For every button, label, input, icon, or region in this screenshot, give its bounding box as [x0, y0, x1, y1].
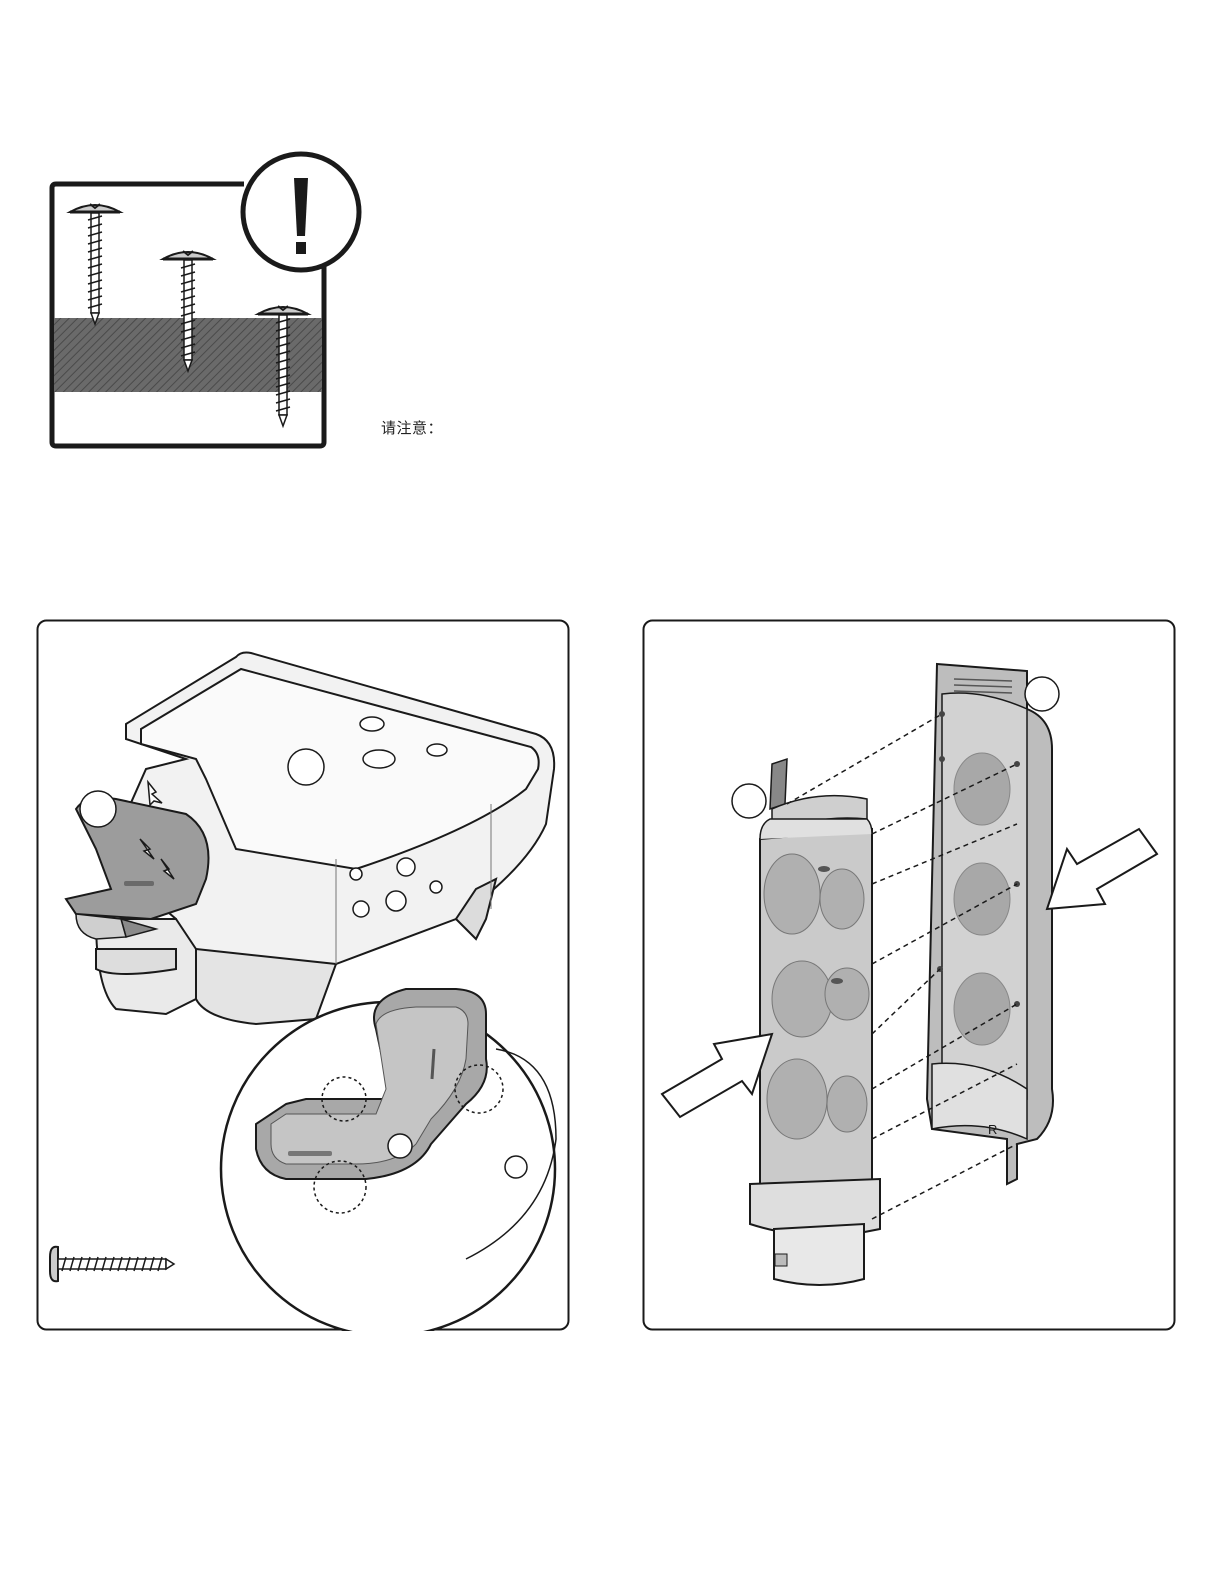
screw-depth-warning [52, 184, 324, 446]
tube-half-front [750, 759, 880, 1285]
exclamation-icon [243, 154, 359, 270]
callout-circle [80, 791, 116, 827]
screw-icon [70, 204, 120, 324]
callout-circle [505, 1156, 527, 1178]
callout-circle [732, 784, 766, 818]
step-panel-right: R [642, 619, 1176, 1331]
callout-circle [288, 749, 324, 785]
step-panel-left [36, 619, 570, 1331]
notice-text: 请注意： [381, 417, 443, 438]
part-marking: R [988, 1122, 997, 1137]
callout-circle [388, 1134, 412, 1158]
callout-circle [1025, 677, 1059, 711]
